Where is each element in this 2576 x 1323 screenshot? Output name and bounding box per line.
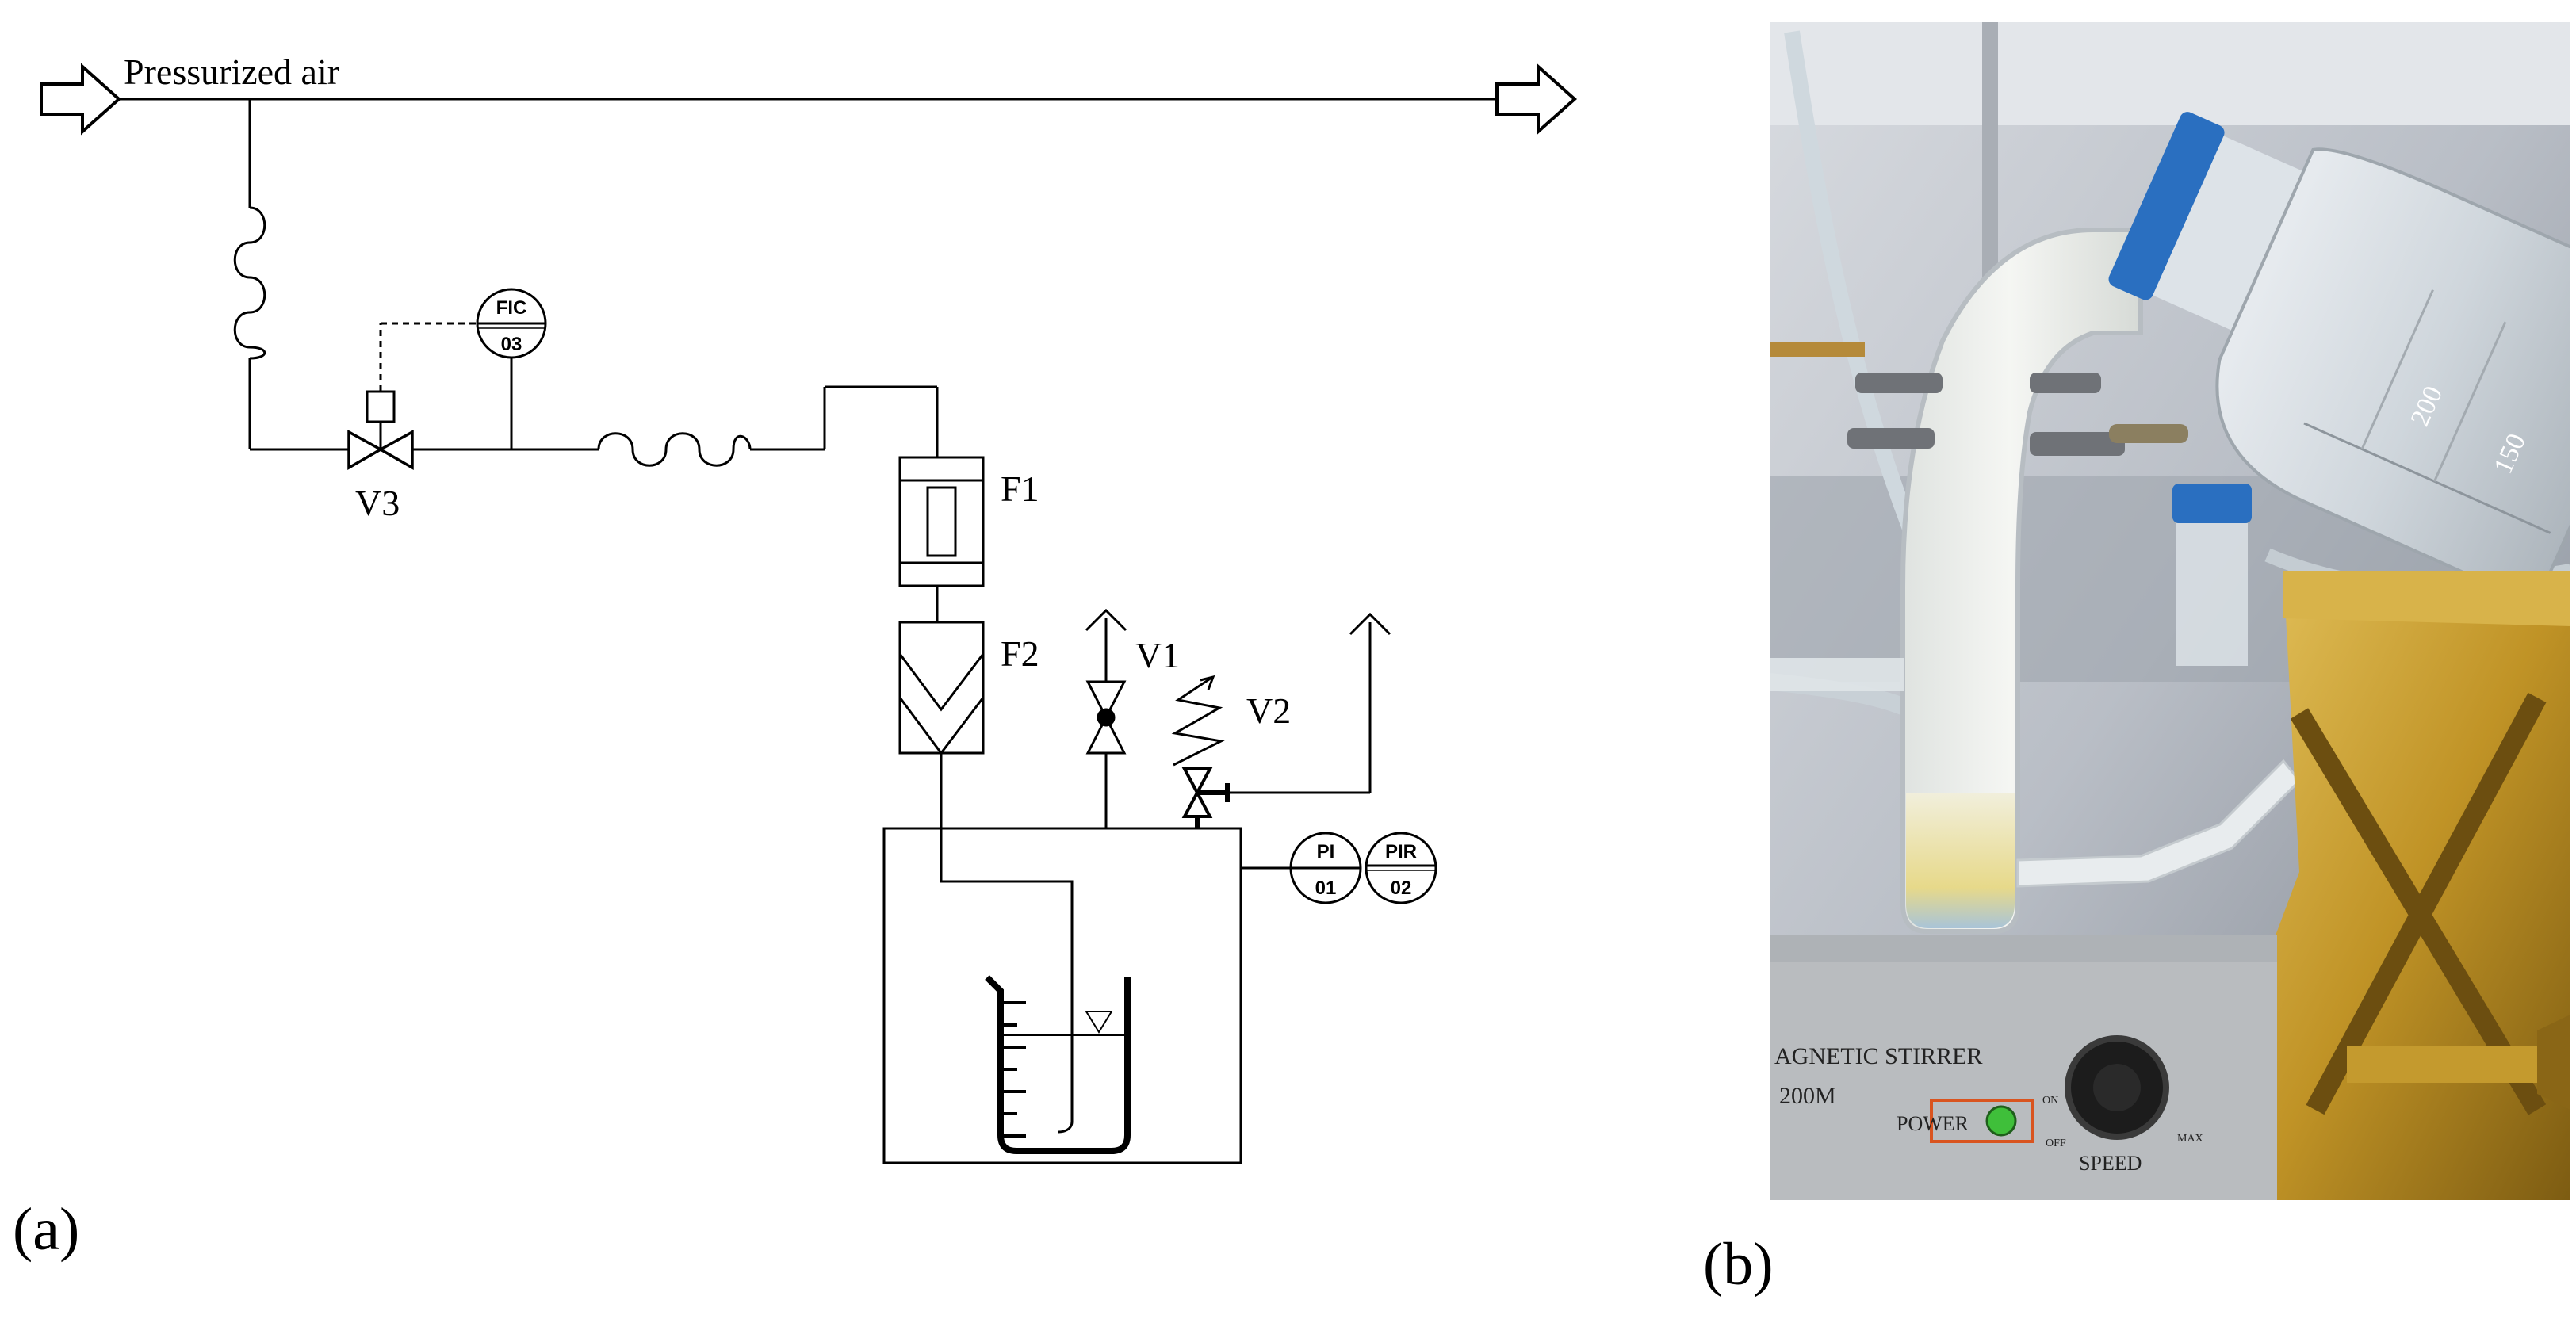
stirrer-brand: AGNETIC STIRRER	[1774, 1043, 1983, 1069]
flexible-hose-horizontal	[597, 432, 752, 467]
speed-label: SPEED	[2079, 1152, 2142, 1175]
panel-a-label: (a)	[13, 1196, 80, 1263]
lab-photo: 200 150 AGNETIC STIRRER 200M POWER ON OF…	[1770, 22, 2570, 1200]
fic-instrument	[476, 288, 547, 449]
valve-v1-label: V1	[1135, 635, 1180, 675]
beaker-icon	[985, 975, 1131, 1154]
panel-b-label: (b)	[1703, 1231, 1774, 1298]
filter-f1-label: F1	[1001, 468, 1039, 509]
off-label: OFF	[2046, 1138, 2066, 1149]
filter-f2-icon	[898, 621, 985, 755]
air-label: Pressurized air	[124, 52, 339, 92]
valve-v3-icon	[347, 322, 476, 471]
pi-tag: PI	[1317, 841, 1335, 862]
process-diagram: Pressurized air V3 FIC 03	[40, 52, 1578, 1164]
on-label: ON	[2042, 1095, 2058, 1107]
filter-f2-label: F2	[1001, 633, 1039, 674]
pir-tag: PIR	[1385, 841, 1417, 862]
relief-valve-v2-icon	[1171, 612, 1391, 828]
flexible-hose-vertical	[233, 99, 266, 449]
valve-v1-icon	[1085, 608, 1127, 828]
power-led-icon	[1985, 1105, 2017, 1137]
fic-tag: FIC	[496, 297, 527, 319]
valve-v2-label: V2	[1246, 690, 1291, 731]
pressurized-air-line	[40, 63, 1578, 136]
stirrer-model: 200M	[1779, 1083, 1836, 1109]
inlet-arrow-icon	[40, 63, 122, 136]
power-switch-panel	[1930, 1099, 2034, 1143]
pressure-instruments	[1241, 832, 1437, 904]
filter-f1-icon	[898, 456, 985, 587]
power-label: POWER	[1897, 1112, 1969, 1135]
pir-number: 02	[1391, 878, 1412, 899]
outlet-arrow-icon	[1495, 63, 1578, 136]
pi-number: 01	[1315, 878, 1337, 899]
fic-number: 03	[501, 334, 522, 355]
max-label: MAX	[2177, 1133, 2203, 1145]
valve-v3-label: V3	[355, 483, 400, 523]
pressure-vessel	[882, 827, 1242, 1164]
